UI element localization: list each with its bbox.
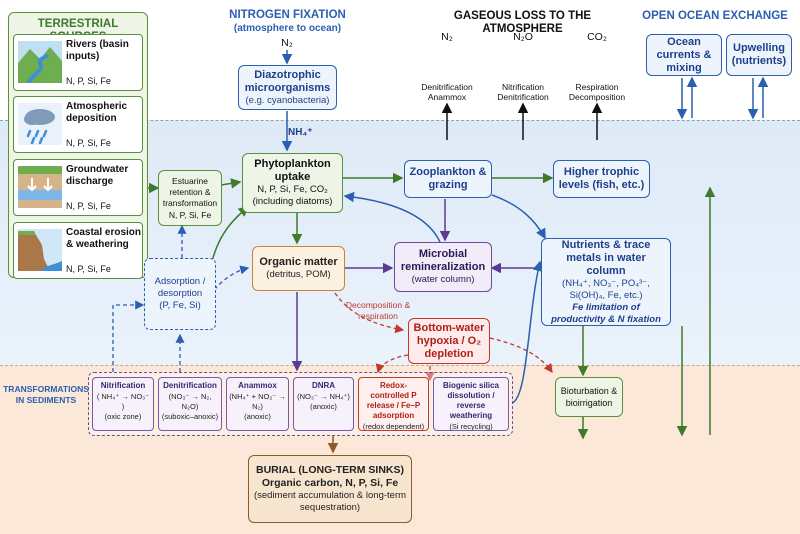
diazotrophs-box: Diazotrophic microorganisms (e.g. cyanob… <box>238 65 337 110</box>
zooplankton-title: Zooplankton & grazing <box>409 166 487 191</box>
ocean-currents-box: Ocean currents & mixing <box>646 34 722 76</box>
source-elements: N, P, Si, Fe <box>66 264 111 274</box>
river-icon <box>18 41 62 83</box>
burial-sub2: (sediment accumulation & long-term seque… <box>253 490 407 513</box>
source-title: Atmospheric deposition <box>66 101 128 124</box>
sediment-process-box: Nitrification ( NH₄⁺ → NO₃⁻ )(oxic zone) <box>92 377 154 431</box>
diazotrophs-title: Diazotrophic microorganisms <box>244 68 331 94</box>
nitrogen-fixation-subtitle: (atmosphere to ocean) <box>233 23 342 34</box>
sediment-process-box: Redox-controlled P release / Fe–P adsorp… <box>358 377 429 431</box>
estuarine-box: Estuarine retention & transformation N, … <box>158 170 222 226</box>
groundwater-icon <box>18 166 62 208</box>
sediment-process-box: Denitrification (NO₃⁻ → N₂, N₂O)(suboxic–… <box>158 377 222 431</box>
burial-title: BURIAL (LONG-TERM SINKS) <box>256 464 404 476</box>
rain-cloud-icon <box>18 103 62 145</box>
nutrients-sub1: (NH₄⁺, NO₃⁻, PO₄³⁻, <box>562 277 650 289</box>
source-title: Rivers (basin inputs) <box>66 39 129 62</box>
phytoplankton-box: Phytoplankton uptake N, P, Si, Fe, CO₂ (… <box>242 153 343 213</box>
gas-formula: CO₂ <box>587 31 607 43</box>
sediment-process-title: Anammox <box>238 381 277 390</box>
hypoxia-box: Bottom-water hypoxia / O₂ depletion <box>408 318 490 364</box>
microbial-sub: (water column) <box>411 274 475 285</box>
sediment-process-detail: (NH₄⁺ + NO₂⁻ → N₂) <box>229 392 286 411</box>
bioturbation-label: Bioturbation & bioirrigation <box>560 386 618 408</box>
sediment-process-title: Biogenic silica dissolution / reverse we… <box>442 381 500 420</box>
nutrients-note: Fe limitation of productivity & N fixati… <box>551 301 661 325</box>
sediment-process-detail: (NO₃⁻ → NH₄⁺) <box>297 392 350 401</box>
nutrients-sub2: Si(OH)₄, Fe, etc.) <box>569 289 643 301</box>
source-title: Coastal erosion & weathering <box>66 227 142 250</box>
ocean-currents-label: Ocean currents & mixing <box>656 35 712 74</box>
n2-gas-label: N₂ <box>281 37 293 49</box>
sediment-process-condition: (anoxic) <box>310 402 337 411</box>
phytoplankton-sub2: (including diatoms) <box>252 196 333 207</box>
sediment-process-condition: (suboxic–anoxic) <box>161 412 219 421</box>
adsorption-text: Adsorption / desorption (P, Fe, Si) <box>144 258 216 330</box>
source-elements: N, P, Si, Fe <box>66 138 111 148</box>
source-elements: N, P, Si, Fe <box>66 201 111 211</box>
adsorption-box <box>144 258 216 330</box>
zooplankton-box: Zooplankton & grazing <box>404 160 492 198</box>
gas-process: Nitrification Denitrification <box>497 82 549 102</box>
hypoxia-title: Bottom-water hypoxia / O₂ depletion <box>413 321 485 360</box>
burial-box: BURIAL (LONG-TERM SINKS) Organic carbon,… <box>248 455 412 523</box>
sediments-header: TRANSFORMATIONS IN SEDIMENTS <box>3 384 89 405</box>
sediment-process-title: Denitrification <box>163 381 217 390</box>
gas-process: Respiration Decomposition <box>568 82 626 102</box>
sediment-process-box: DNRA (NO₃⁻ → NH₄⁺)(anoxic) <box>293 377 354 431</box>
estuarine-title: Estuarine retention & transformation <box>162 175 218 208</box>
gas-formula: N₂ <box>441 31 453 43</box>
sediment-process-box: Anammox (NH₄⁺ + NO₂⁻ → N₂)(anoxic) <box>226 377 289 431</box>
higher-trophic-title: Higher trophic levels (fish, etc.) <box>558 166 645 191</box>
sediment-process-condition: (oxic zone) <box>104 412 142 421</box>
burial-sub1: Organic carbon, N, P, Si, Fe <box>261 477 399 489</box>
organic-matter-box: Organic matter (detritus, POM) <box>252 246 345 291</box>
source-title: Groundwater discharge <box>66 164 129 187</box>
sediment-process-title: Nitrification <box>100 381 146 390</box>
adsorption-title: Adsorption / desorption <box>154 276 206 299</box>
gas-formula: N₂O <box>513 31 533 43</box>
sediment-process-title: Redox-controlled P release / Fe–P adsorp… <box>366 381 421 420</box>
nh4-label: NH₄⁺ <box>288 127 313 138</box>
sediment-process-detail: (NO₃⁻ → N₂, N₂O) <box>168 392 212 411</box>
decomposition-label: Decomposition & respiration <box>345 300 411 321</box>
phytoplankton-title: Phytoplankton uptake <box>254 158 331 183</box>
upwelling-box: Upwelling (nutrients) <box>726 34 792 76</box>
bioturbation-box: Bioturbation & bioirrigation <box>555 377 623 417</box>
upwelling-sub: (nutrients) <box>731 55 787 67</box>
nutrients-title: Nutrients & trace metals in water column <box>561 238 651 277</box>
source-card-0: Rivers (basin inputs) N, P, Si, Fe <box>13 34 143 91</box>
gaseous-loss-header: GASEOUS LOSS TO THE ATMOSPHERE <box>453 10 592 35</box>
source-card-3: Coastal erosion & weathering N, P, Si, Fe <box>13 222 143 279</box>
microbial-title: Microbial remineralization <box>400 248 486 273</box>
open-ocean-header: OPEN OCEAN EXCHANGE <box>642 10 788 22</box>
organic-matter-sub: (detritus, POM) <box>266 269 331 280</box>
upwelling-title: Upwelling <box>733 42 785 54</box>
phytoplankton-sub1: N, P, Si, Fe, CO₂ <box>257 184 328 195</box>
diazotrophs-sub: (e.g. cyanobacteria) <box>245 94 330 106</box>
adsorption-sub: (P, Fe, Si) <box>159 300 201 311</box>
cliff-icon <box>18 229 62 271</box>
sediment-process-box: Biogenic silica dissolution / reverse we… <box>433 377 509 431</box>
sediment-process-condition: (anoxic) <box>244 412 271 421</box>
microbial-box: Microbial remineralization (water column… <box>394 242 492 292</box>
source-elements: N, P, Si, Fe <box>66 76 111 86</box>
higher-trophic-box: Higher trophic levels (fish, etc.) <box>553 160 650 198</box>
sediment-process-detail: ( NH₄⁺ → NO₃⁻ ) <box>96 392 150 411</box>
gas-process: Denitrification Anammox <box>421 82 473 102</box>
estuarine-sub: N, P, Si, Fe <box>168 209 212 220</box>
sediment-process-title: DNRA <box>311 381 336 390</box>
sediment-process-condition: (redox dependent) <box>362 422 425 431</box>
source-card-1: Atmospheric deposition N, P, Si, Fe <box>13 96 143 153</box>
nitrogen-fixation-header: NITROGEN FIXATION <box>229 9 346 21</box>
sediment-process-condition: (Si recycling) <box>449 422 493 431</box>
organic-matter-title: Organic matter <box>259 256 338 268</box>
source-card-2: Groundwater discharge N, P, Si, Fe <box>13 159 143 216</box>
nutrients-box: Nutrients & trace metals in water column… <box>541 238 671 326</box>
